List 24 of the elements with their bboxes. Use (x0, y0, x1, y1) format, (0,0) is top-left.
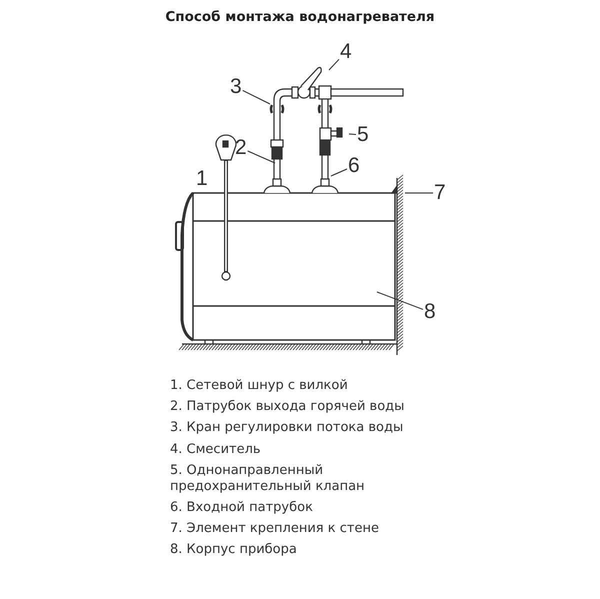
callout-number: 6 (347, 155, 361, 177)
callout-number: 5 (356, 124, 370, 146)
callout-number: 2 (234, 137, 248, 159)
callout-number: 4 (339, 41, 353, 63)
callout-number: 8 (423, 301, 437, 323)
callout-number: 1 (195, 168, 209, 190)
legend-item-text: 2. Патрубок выхода горячей воды (170, 399, 406, 416)
legend-item-text: 3. Кран регулировки потока воды (170, 420, 404, 436)
leader-line (404, 192, 434, 194)
leader-line (348, 134, 356, 135)
legend-item-text: 5. Однонаправленный предохранительный клапан (170, 462, 366, 495)
leader-line (242, 90, 270, 104)
leader-line (328, 58, 340, 70)
legend-item-text: 4. Смеситель (170, 442, 262, 458)
legend-item-text: 6. Входной патрубок (170, 500, 314, 516)
diagram-title: Способ монтажа водонагревателя (164, 9, 436, 25)
callout-number: 3 (229, 76, 243, 98)
leader-line (247, 150, 276, 164)
legend-item-text: 7. Элемент крепления к стене (170, 521, 380, 538)
leader-line (376, 292, 424, 310)
leader-line (330, 168, 348, 176)
legend-item-text: 1. Сетевой шнур с вилкой (170, 378, 349, 394)
callout-number: 7 (433, 182, 447, 204)
legend-item-text: 8. Корпус прибора (170, 542, 298, 558)
